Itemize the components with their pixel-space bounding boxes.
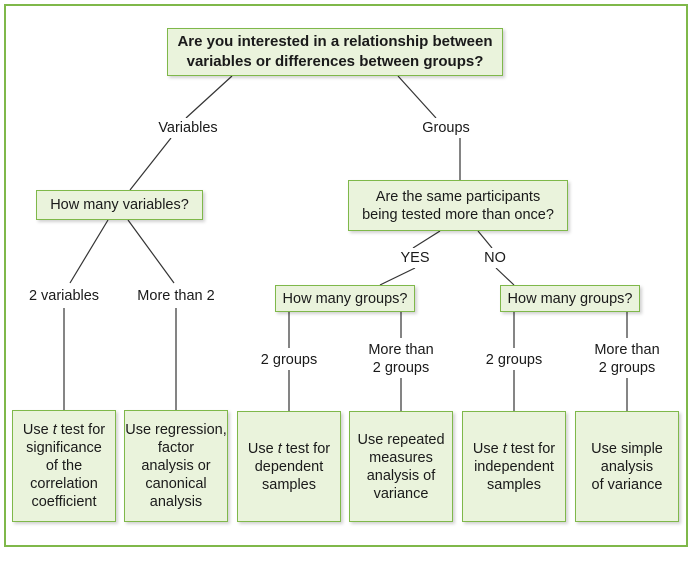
connector-no xyxy=(477,230,493,249)
groups-label: Groups xyxy=(416,118,476,138)
yes-label: YES xyxy=(396,248,434,268)
connector-yes xyxy=(412,230,441,249)
diagram-frame xyxy=(4,4,688,547)
no-two-groups-label: 2 groups xyxy=(477,350,551,370)
yes-more-groups-label: More than 2 groups xyxy=(361,340,441,378)
repeated-measures-box: Use repeated measures analysis of varian… xyxy=(349,411,453,522)
main-question-text: Are you interested in a relationship bet… xyxy=(177,33,493,70)
connector-variables-question xyxy=(129,137,172,191)
correlation-outcome-box: Use t test for significance of the corre… xyxy=(12,410,116,522)
connector-top-variables xyxy=(185,75,233,119)
connector-yes-question xyxy=(379,267,416,286)
how-many-variables-box: How many variables? xyxy=(36,190,203,220)
how-many-groups-no-box: How many groups? xyxy=(500,285,640,312)
more-than-two-label: More than 2 xyxy=(130,286,222,306)
no-label: NO xyxy=(480,248,510,268)
how-many-groups-yes-box: How many groups? xyxy=(275,285,415,312)
yes-two-groups-label: 2 groups xyxy=(252,350,326,370)
connector-no-question xyxy=(495,267,515,286)
connector-top-groups xyxy=(397,75,437,119)
simple-anova-box: Use simple analysis of variance xyxy=(575,411,679,522)
regression-outcome-box: Use regression, factor analysis or canon… xyxy=(124,410,228,522)
variables-label: Variables xyxy=(150,118,226,138)
main-question-box: Are you interested in a relationship bet… xyxy=(167,28,503,76)
dependent-samples-box: Use t test for dependent samples xyxy=(237,411,341,522)
connector-variables-more xyxy=(127,219,175,284)
no-more-groups-label: More than 2 groups xyxy=(587,340,667,378)
two-variables-label: 2 variables xyxy=(20,286,108,306)
independent-samples-box: Use t test for independent samples xyxy=(462,411,566,522)
connector-variables-two xyxy=(69,219,109,284)
same-participants-box: Are the same participants being tested m… xyxy=(348,180,568,231)
